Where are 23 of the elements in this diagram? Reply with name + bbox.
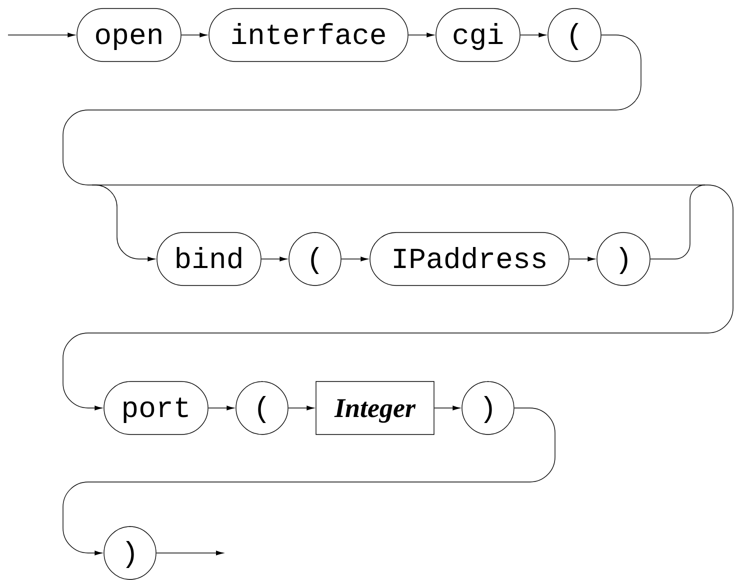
- terminal-oval: (: [236, 381, 288, 435]
- connector: [288, 406, 314, 410]
- terminal-oval: ): [462, 381, 514, 435]
- connector: [8, 32, 76, 38]
- nonterminal-box: Integer: [316, 381, 434, 435]
- connector: [520, 32, 546, 38]
- terminal-oval: (: [548, 8, 602, 62]
- connector: [62, 184, 734, 410]
- connector: [208, 406, 234, 410]
- connector: [156, 550, 224, 556]
- connector: [62, 34, 642, 186]
- connector: [650, 184, 706, 260]
- connector: [261, 256, 288, 262]
- terminal-oval: ): [596, 232, 650, 286]
- connector: [434, 406, 460, 410]
- connector: [569, 256, 596, 262]
- connector: [62, 408, 556, 556]
- terminal-oval: ): [104, 526, 156, 580]
- connector: [341, 256, 368, 262]
- connector: [408, 32, 434, 38]
- connector: [181, 32, 208, 38]
- terminal-oval: (: [288, 232, 342, 286]
- connector: [92, 184, 704, 186]
